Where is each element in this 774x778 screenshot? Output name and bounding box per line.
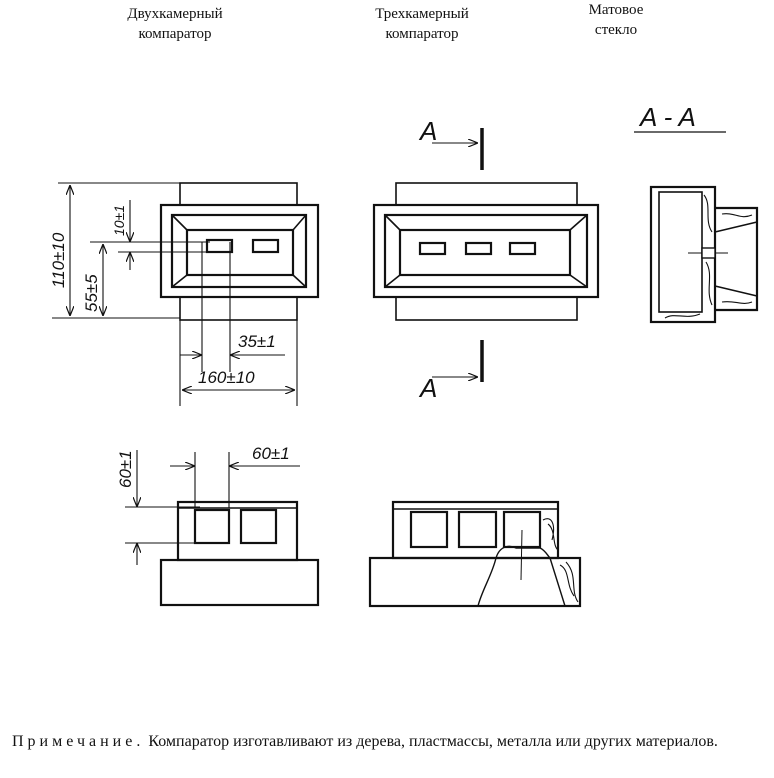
slot bbox=[205, 238, 234, 254]
slot bbox=[418, 241, 447, 256]
header-three-chamber: Трехкамерный компаратор bbox=[342, 4, 502, 44]
slot bbox=[251, 238, 280, 254]
note-text: Компаратор изготавливают из дерева, плас… bbox=[148, 733, 718, 750]
section-a-a-view bbox=[634, 131, 759, 324]
dim-slot-spacing: 35±1 bbox=[238, 332, 276, 351]
header-line: Трехкамерный bbox=[375, 6, 469, 22]
dim-slot-height: 10±1 bbox=[111, 205, 127, 236]
two-chamber-front-view bbox=[159, 500, 320, 607]
note: Примечание. Компаратор изготавливают из … bbox=[12, 732, 772, 752]
header-line: стекло bbox=[594, 22, 638, 38]
two-chamber-top-view bbox=[159, 182, 320, 321]
dim-chamber-depth: 60±1 bbox=[116, 450, 135, 488]
header-line: Двухкамерный bbox=[127, 6, 223, 22]
section-title: A - A bbox=[638, 102, 696, 132]
section-marker-top: A bbox=[418, 116, 437, 146]
dim-chamber-width: 60±1 bbox=[252, 444, 290, 463]
dim-height-total: 110±10 bbox=[49, 232, 68, 288]
three-chamber-front-view bbox=[368, 500, 582, 608]
section-markers bbox=[432, 128, 484, 382]
three-chamber-top-view bbox=[372, 182, 600, 321]
header-line: компаратор bbox=[385, 26, 459, 42]
slot bbox=[508, 241, 537, 256]
two-chamber-top-dimensions bbox=[52, 182, 298, 406]
dim-height-slot-center: 55±5 bbox=[82, 274, 101, 312]
section-marker-bottom: A bbox=[418, 373, 437, 403]
dim-width-total: 160±10 bbox=[198, 368, 255, 387]
header-two-chamber: Двухкамерный компаратор bbox=[95, 4, 255, 44]
header-matte-glass: Матовое стекло bbox=[566, 0, 666, 40]
slot bbox=[464, 241, 493, 256]
header-line: Матовое bbox=[588, 2, 644, 18]
note-label: Примечание. bbox=[12, 733, 145, 750]
header-line: компаратор bbox=[138, 26, 212, 42]
two-chamber-front-dimensions bbox=[125, 450, 300, 565]
